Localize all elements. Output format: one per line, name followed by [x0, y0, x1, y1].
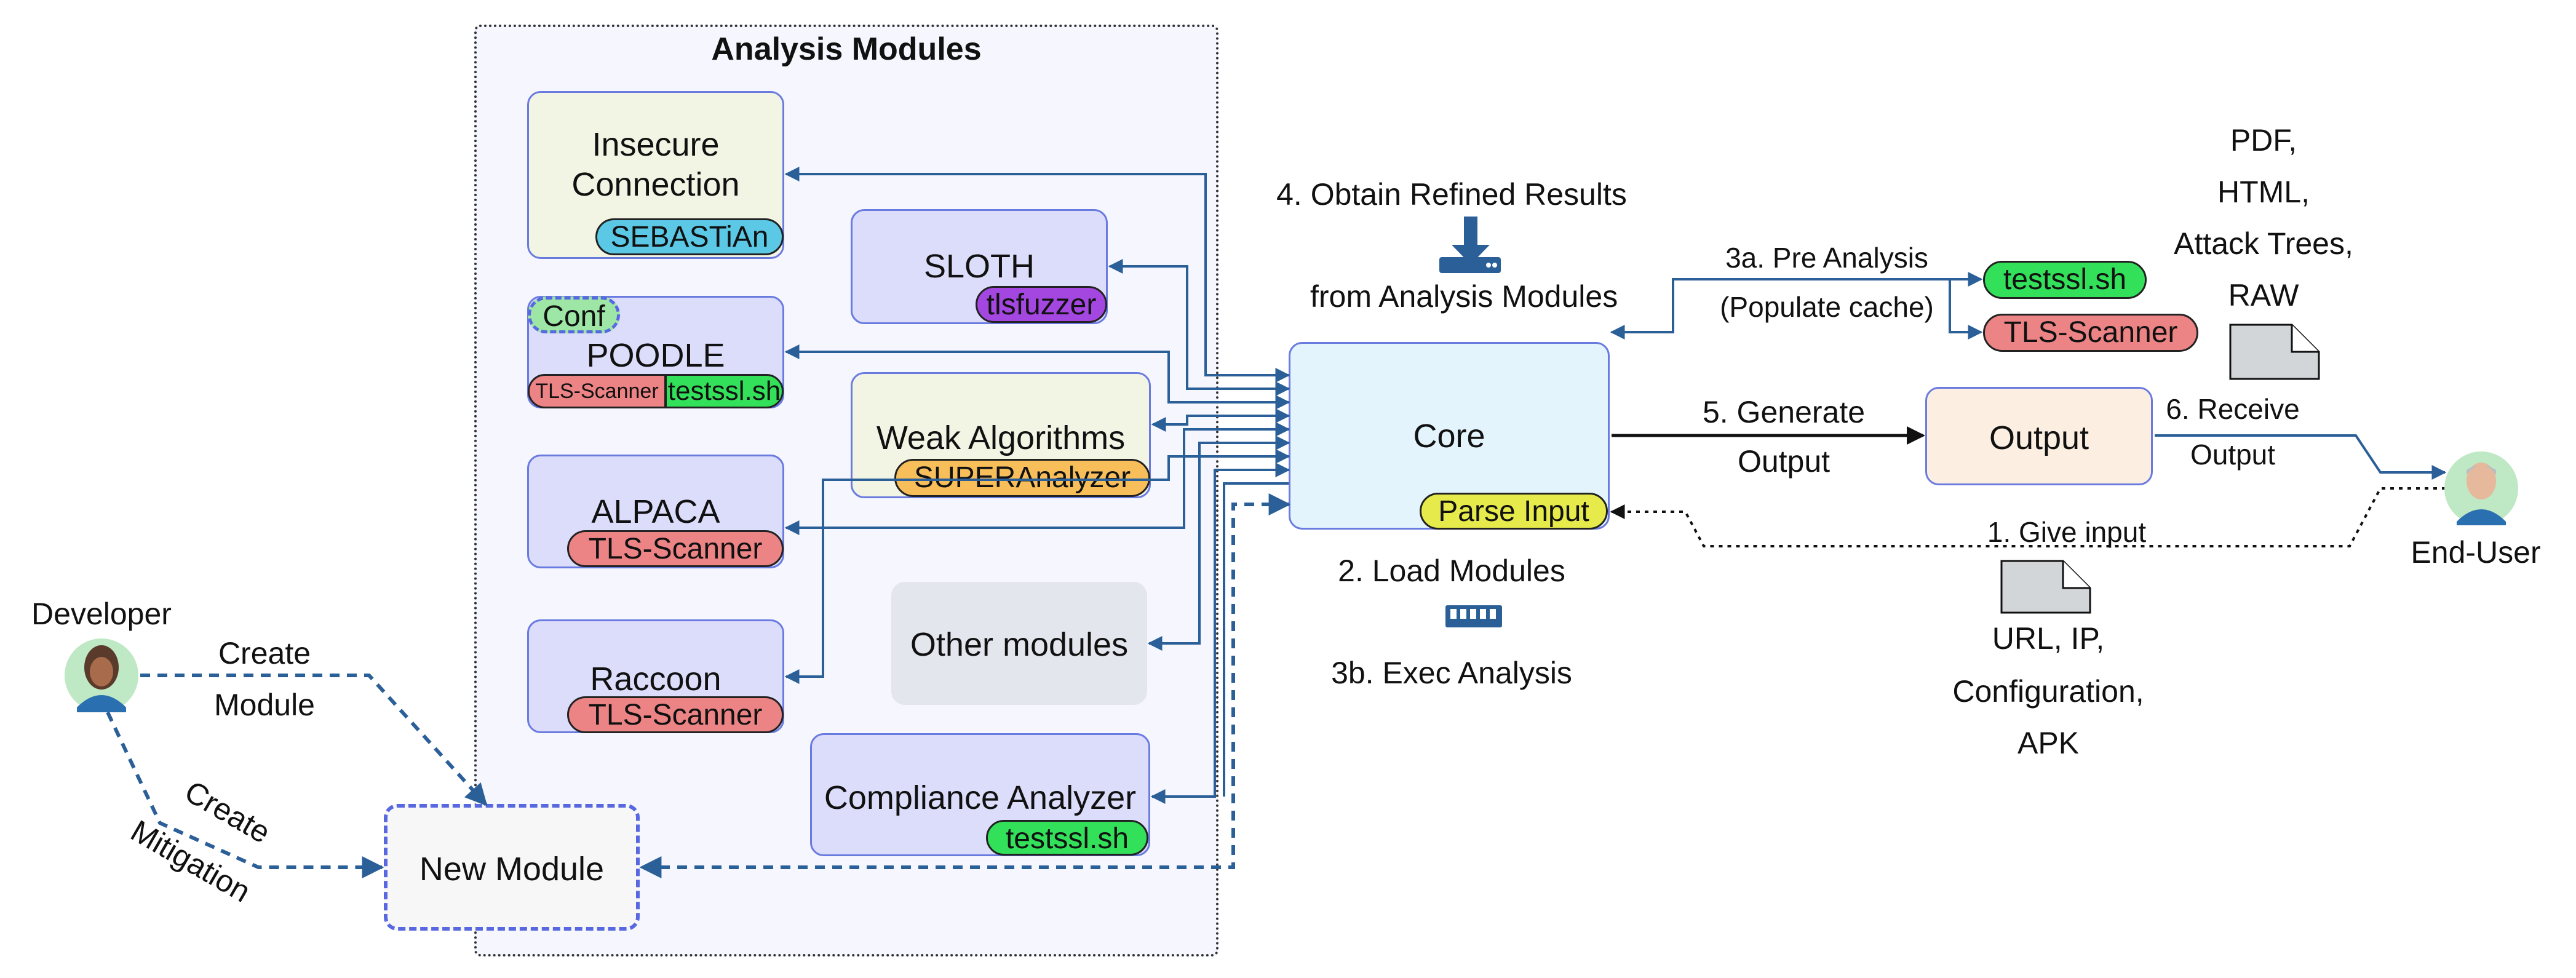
panel-title: Analysis Modules [711, 31, 982, 67]
developer-label: Developer [31, 597, 172, 631]
receive-output-line1: 6. Receive [2166, 393, 2300, 425]
output-format-attack-trees: Attack Trees, [2174, 226, 2353, 261]
create-module-line2: Module [214, 688, 315, 722]
input-format-apk: APK [2017, 726, 2080, 760]
core-label: Core [1413, 418, 1485, 455]
link-insecure-connection [784, 167, 1290, 383]
generate-output-line2: Output [1737, 444, 1831, 479]
output-format-raw: RAW [2228, 278, 2299, 312]
document-icon [2000, 560, 2091, 614]
poodle-label: POODLE [586, 337, 725, 374]
pre-analysis-tls-scanner-tag: TLS-Scanner [1983, 314, 2198, 352]
link-other-modules [1147, 435, 1290, 651]
load-modules-label: 2. Load Modules [1338, 554, 1565, 588]
end-user-label: End-User [2411, 535, 2541, 570]
input-format-url-ip: URL, IP, [1992, 621, 2105, 656]
link-receive-output [2155, 434, 2447, 480]
link-pre-analysis-tls [1949, 279, 1983, 340]
link-create-module [140, 674, 488, 806]
link-new-module [639, 493, 1291, 878]
link-create-mitigation [106, 711, 384, 878]
generate-output-line1: 5. Generate [1702, 395, 1866, 429]
poodle-module[interactable]: Conf POODLE TLS-Scanner testssl.sh [527, 296, 784, 408]
insecure-connection-module[interactable]: Insecure Connection SEBASTiAn [527, 91, 784, 259]
parse-input-tag: Parse Input [1420, 493, 1608, 530]
document-icon [2229, 324, 2320, 380]
new-module-label: New Module [419, 851, 605, 888]
exec-analysis-label: 3b. Exec Analysis [1331, 656, 1572, 690]
output-box[interactable]: Output [1925, 387, 2153, 485]
memory-icon [1445, 605, 1502, 627]
give-input-label: 1. Give input [1987, 516, 2147, 548]
conf-tag: Conf [528, 296, 620, 333]
input-format-configuration: Configuration, [1952, 674, 2144, 709]
pre-analysis-line1: 3a. Pre Analysis [1725, 242, 1928, 274]
pre-analysis-testssl-tag: testssl.sh [1983, 261, 2147, 299]
poodle-tls-scanner-tag: TLS-Scanner [528, 374, 666, 408]
create-module-line1: Create [218, 636, 311, 670]
end-user-avatar-icon [2444, 451, 2518, 525]
link-weak-algorithms [1151, 408, 1290, 432]
link-give-input [1610, 487, 2454, 547]
link-pre-analysis [1610, 272, 1983, 340]
developer-avatar-icon [65, 638, 138, 712]
download-icon [1439, 217, 1501, 273]
refined-results-line1: 4. Obtain Refined Results [1276, 177, 1627, 212]
link-sloth [1108, 259, 1290, 396]
output-format-html: HTML, [2217, 175, 2310, 209]
output-label: Output [1989, 419, 2089, 456]
output-format-pdf: PDF, [2230, 123, 2297, 157]
link-compliance [1150, 463, 1290, 804]
link-poodle [784, 344, 1290, 410]
receive-output-line2: Output [2190, 439, 2276, 471]
link-raccoon [784, 449, 1290, 684]
refined-results-line2: from Analysis Modules [1310, 279, 1618, 314]
sebastian-tag: SEBASTiAn [595, 218, 784, 255]
new-module-box[interactable]: New Module [384, 804, 640, 931]
poodle-testssl-tag: testssl.sh [665, 374, 784, 408]
core-box[interactable]: Core Parse Input [1289, 342, 1610, 530]
insecure-connection-label: Insecure Connection [571, 126, 740, 203]
